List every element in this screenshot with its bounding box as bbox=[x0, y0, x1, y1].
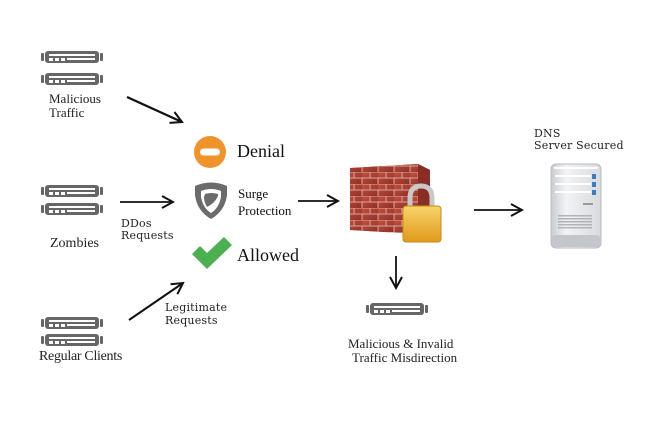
label-surge-1: Surge bbox=[238, 186, 269, 201]
label-ddos-2: Requests bbox=[121, 229, 174, 242]
arrow-regular-to-allowed bbox=[128, 283, 183, 321]
label-surge-2: Protection bbox=[238, 203, 292, 218]
no-entry-icon bbox=[194, 136, 226, 168]
rack-server-icon bbox=[41, 51, 103, 85]
checkmark-icon bbox=[192, 237, 232, 269]
label-allowed: Allowed bbox=[237, 245, 299, 265]
label-dns-1: DNS bbox=[534, 127, 561, 140]
label-dns-2: Server Secured bbox=[534, 139, 624, 152]
arrow-malicious-to-denial bbox=[126, 95, 182, 122]
firewall-lock-icon bbox=[350, 164, 442, 243]
rack-server-icon bbox=[41, 317, 103, 346]
label-legit-2: Requests bbox=[165, 314, 218, 327]
rack-server-icon bbox=[41, 185, 103, 215]
label-malicious-2: Traffic bbox=[49, 105, 85, 120]
rack-server-icon bbox=[366, 303, 428, 315]
label-misdirection-1: Malicious & Invalid bbox=[348, 336, 454, 351]
tower-server-icon bbox=[550, 163, 602, 249]
shield-icon bbox=[195, 182, 227, 219]
label-denial: Denial bbox=[237, 141, 285, 161]
label-ddos-1: DDos bbox=[121, 217, 152, 230]
label-zombies: Zombies bbox=[50, 236, 99, 251]
label-misdirection-2: Traffic Misdirection bbox=[352, 350, 458, 365]
label-malicious-1: Malicious bbox=[49, 91, 101, 106]
label-legit-1: Legitimate bbox=[165, 301, 228, 314]
label-regular-clients: Regular Clients bbox=[39, 349, 122, 364]
